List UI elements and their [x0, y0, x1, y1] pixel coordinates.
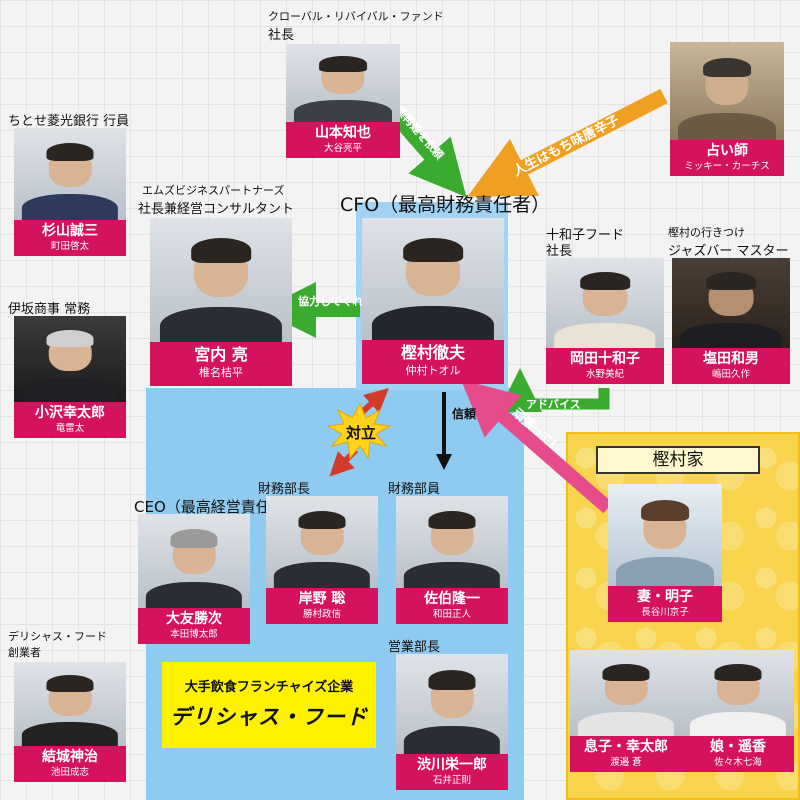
card-miyauchi[interactable]: 宮内 亮椎名桔平 [150, 218, 292, 386]
akiko-role: 妻・明子 [637, 589, 693, 605]
akiko-actor: 長谷川京子 [641, 607, 689, 618]
label-cfo-to-miyauchi: 協力してくれ [298, 294, 363, 308]
haruka-role: 娘・遥香 [710, 739, 766, 755]
kashimura-title: CFO（最高財務責任者） [340, 194, 551, 216]
card-kishino[interactable]: 岸野 聡勝村政信 [266, 496, 378, 624]
yamamoto-actor: 大谷亮平 [323, 143, 362, 154]
shiota-role: 塩田和男 [703, 351, 759, 367]
company-subtitle: 大手飲食フランチャイズ企業 [184, 680, 354, 695]
shiota-actor: 嶋田久作 [711, 369, 750, 380]
yuki-actor: 池田成志 [50, 767, 89, 778]
saeki-photo [396, 496, 508, 588]
sugiyama-role: 杉山誠三 [42, 223, 98, 239]
card-fortune-teller[interactable]: 占い師ミッキー・カーチス [670, 42, 784, 176]
otomo-photo [138, 514, 250, 608]
saeki-title: 財務部員 [388, 482, 441, 497]
kotaro-photo [570, 650, 682, 736]
family-title: 樫村家 [596, 446, 760, 474]
kishino-actor: 勝村政信 [302, 609, 341, 620]
card-shibukawa[interactable]: 渋川栄一郎石井正則 [396, 654, 508, 790]
yamamoto-photo [286, 44, 400, 122]
okada-actor: 水野美紀 [585, 369, 624, 380]
otomo-role: 大友勝次 [166, 611, 222, 627]
yamamoto-org: クローバル・リバイバル・ファンド [268, 10, 444, 23]
fortune-teller-actor: ミッキー・カーチス [684, 161, 770, 172]
ozawa-photo [14, 316, 126, 402]
card-haruka[interactable]: 娘・遥香佐々木七海 [682, 650, 794, 772]
yuki-title: 創業者 [8, 646, 41, 659]
card-shiota[interactable]: 塩田和男嶋田久作 [672, 258, 790, 384]
fortune-teller-photo [670, 42, 784, 140]
haruka-photo [682, 650, 794, 736]
kishino-photo [266, 496, 378, 588]
yamamoto-title: 社長 [268, 28, 295, 43]
miyauchi-actor: 椎名桔平 [199, 366, 243, 379]
kishino-title: 財務部長 [258, 482, 311, 497]
yuki-photo [14, 662, 126, 746]
shibukawa-title: 営業部長 [388, 640, 441, 655]
card-ozawa[interactable]: 小沢幸太郎竜雷太 [14, 316, 126, 438]
card-yamamoto[interactable]: 山本知也大谷亮平 [286, 44, 400, 158]
arrow-family-to-cfo: 頑張って！ [460, 379, 613, 514]
kashimura-role: 樫村徹夫 [400, 343, 465, 362]
card-akiko[interactable]: 妻・明子長谷川京子 [608, 484, 722, 622]
kashimura-photo [362, 218, 504, 340]
otomo-actor: 本田博太郎 [170, 629, 218, 640]
shibukawa-role: 渋川栄一郎 [417, 757, 487, 773]
shiota-org: 樫村の行きつけ [668, 226, 745, 239]
kotaro-role: 息子・幸太郎 [584, 739, 668, 755]
conflict-burst [326, 402, 392, 460]
shibukawa-photo [396, 654, 508, 754]
label-conflict: 対立 [345, 424, 376, 442]
card-kashimura[interactable]: 樫村徹夫仲村トオル [362, 218, 504, 384]
miyauchi-photo [150, 218, 292, 342]
otomo-title: CEO（最高経営責任者） [134, 498, 301, 516]
card-yuki[interactable]: 結城神治池田成志 [14, 662, 126, 782]
label-fortune-to-cfo: 人生はもち味唐辛子 [511, 112, 623, 179]
miyauchi-org: エムズビジネスパートナーズ [142, 184, 285, 197]
card-sugiyama[interactable]: 杉山誠三町田啓太 [14, 128, 126, 256]
company-label: 大手飲食フランチャイズ企業 デリシャス・フード [162, 662, 376, 748]
shiota-photo [672, 258, 790, 348]
okada-title: 社長 [546, 244, 573, 259]
card-kotaro[interactable]: 息子・幸太郎渡邉 蒼 [570, 650, 682, 772]
shibukawa-actor: 石井正則 [432, 775, 471, 786]
yuki-role: 結城神治 [42, 749, 98, 765]
haruka-actor: 佐々木七海 [714, 757, 762, 768]
sugiyama-org: ちとせ菱光銀行 行員 [8, 114, 130, 129]
yamamoto-role: 山本知也 [315, 125, 371, 141]
okada-photo [546, 258, 664, 348]
okada-role: 岡田十和子 [570, 351, 640, 367]
ozawa-actor: 竜雷太 [55, 423, 85, 434]
yuki-org: デリシャス・フード [8, 630, 107, 643]
label-okada-to-cfo: アドバイス [526, 398, 581, 411]
miyauchi-role: 宮内 亮 [194, 345, 248, 364]
saeki-actor: 和田正人 [432, 609, 471, 620]
shiota-title: ジャズバー マスター [668, 244, 789, 259]
arrow-okada-to-cfo: アドバイス [498, 368, 610, 412]
kishino-role: 岸野 聡 [298, 591, 346, 607]
saeki-role: 佐伯隆一 [424, 591, 480, 607]
akiko-photo [608, 484, 722, 586]
company-name: デリシャス・フード [170, 705, 368, 729]
arrow-trust: 信頼 [436, 392, 477, 470]
card-otomo[interactable]: 大友勝次本田博太郎 [138, 514, 250, 644]
fortune-teller-role: 占い師 [706, 143, 748, 159]
miyauchi-title: 社長兼経営コンサルタント [138, 202, 295, 217]
card-okada[interactable]: 岡田十和子水野美紀 [546, 258, 664, 384]
sugiyama-photo [14, 128, 126, 220]
card-saeki[interactable]: 佐伯隆一和田正人 [396, 496, 508, 624]
arrow-fortune-to-cfo: 人生はもち味唐辛子 [467, 88, 668, 197]
arrow-conflict: 対立 [326, 387, 392, 477]
label-trust: 信頼 [452, 406, 477, 421]
ozawa-org: 伊坂商事 常務 [8, 302, 91, 317]
sugiyama-actor: 町田啓太 [50, 241, 89, 252]
arrow-cfo-to-miyauchi: 協力してくれ [260, 282, 363, 338]
okada-org: 十和子フード [546, 228, 625, 243]
kotaro-actor: 渡邉 蒼 [610, 757, 642, 768]
kashimura-actor: 仲村トオル [405, 364, 461, 377]
ozawa-role: 小沢幸太郎 [35, 405, 105, 421]
